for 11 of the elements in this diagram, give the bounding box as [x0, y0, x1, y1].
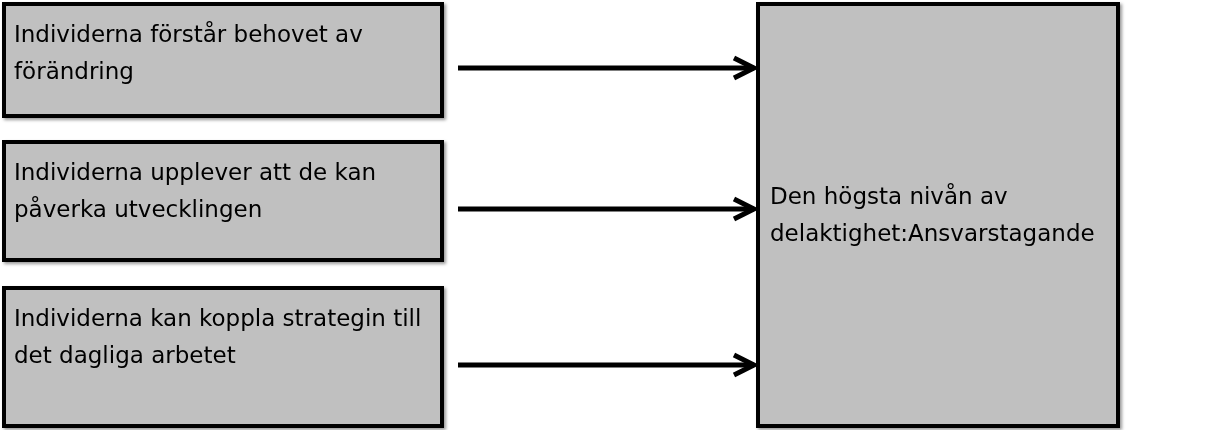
process-box — [756, 2, 1120, 428]
arrow — [458, 55, 757, 81]
arrow — [458, 352, 757, 378]
box-label: Individerna upplever att de kan påverka utvecklingen — [14, 158, 378, 224]
arrow — [458, 196, 757, 222]
box-label: Den högsta nivån av delaktighet:Ansvarstagande — [770, 182, 1096, 248]
box-label: Individerna förstår behovet av förändring — [14, 20, 364, 86]
process-box — [2, 286, 444, 428]
process-box — [2, 140, 444, 262]
process-box — [2, 2, 444, 118]
box-label: Individerna kan koppla strategin till det dagliga arbetet — [14, 304, 423, 370]
